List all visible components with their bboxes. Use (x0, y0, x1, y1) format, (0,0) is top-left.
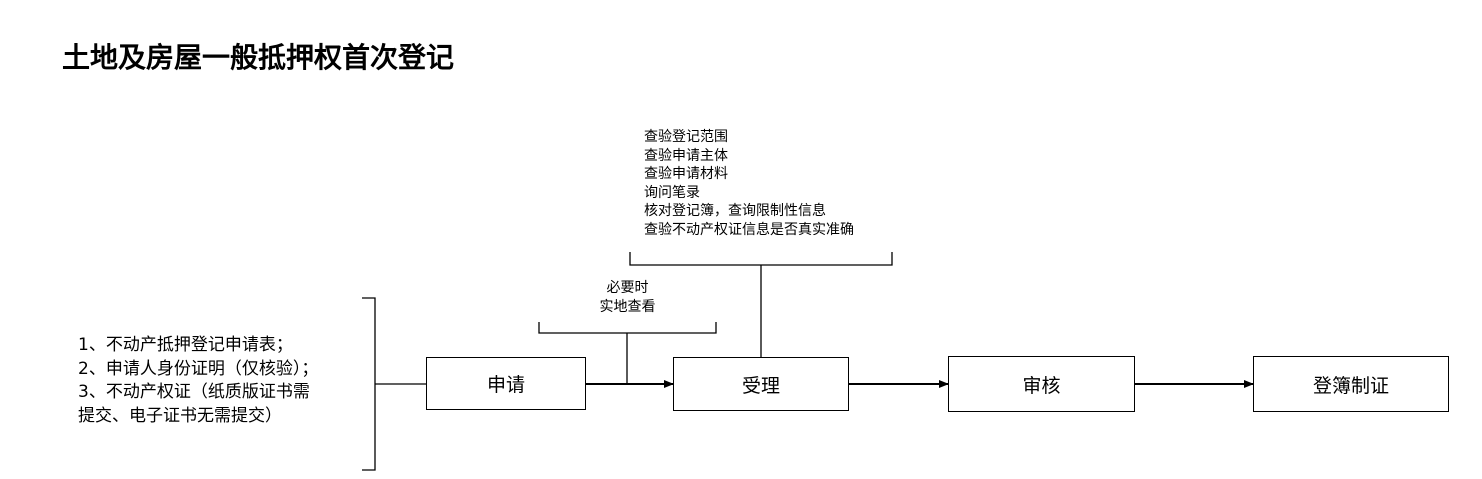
onsite-note-line: 必要时 (606, 280, 649, 296)
check-item: 查验不动产权证信息是否真实准确 (644, 221, 854, 238)
check-item: 询问笔录 (644, 184, 700, 201)
materials-item: 1、不动产抵押登记申请表； (78, 335, 293, 355)
step-apply-box: 申请 (426, 357, 586, 410)
materials-item: 提交、电子证书无需提交） (78, 405, 282, 426)
step-accept-box: 受理 (673, 357, 849, 411)
checks-bracket (629, 252, 893, 266)
check-item: 查验申请材料 (644, 166, 728, 182)
materials-item: 3、不动产权证（纸质版证书需 (78, 382, 310, 402)
materials-bracket (362, 297, 376, 471)
materials-item: 2、申请人身份证明（仅核验）； (78, 358, 319, 379)
check-item: 查验申请主体 (644, 147, 728, 164)
step-review-box: 审核 (948, 356, 1135, 412)
onsite-bracket (538, 322, 717, 334)
onsite-note-line: 实地查看 (599, 299, 656, 315)
materials-list: 1、不动产抵押登记申请表； 2、申请人身份证明（仅核验）； 3、不动产权证（纸质… (78, 334, 318, 428)
step-register-box: 登簿制证 (1253, 356, 1449, 412)
check-item: 查验登记范围 (644, 129, 728, 145)
check-item: 核对登记簿，查询限制性信息 (644, 203, 826, 219)
onsite-inspection-note: 必要时 实地查看 (560, 279, 695, 317)
acceptance-checks-list: 查验登记范围 查验申请主体 查验申请材料 询问笔录 核对登记簿，查询限制性信息 … (644, 128, 854, 239)
page-title: 土地及房屋一般抵押权首次登记 (62, 41, 455, 74)
